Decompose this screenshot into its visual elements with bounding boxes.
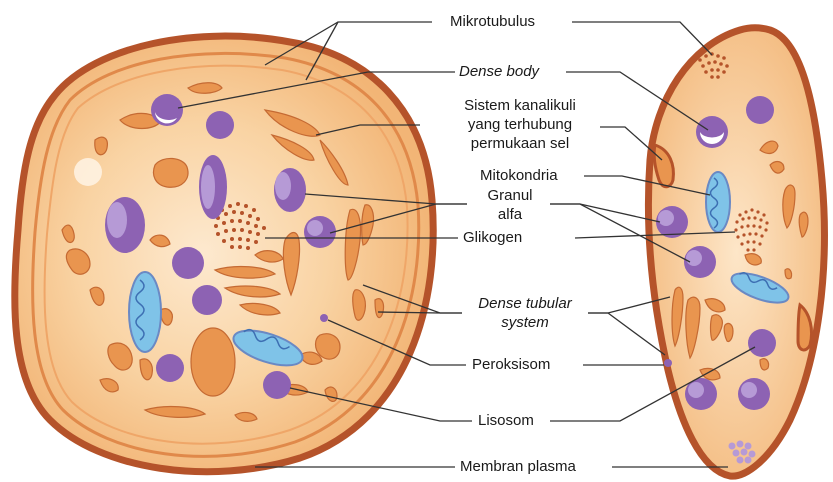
label-peroksisom: Peroksisom — [470, 355, 552, 374]
label-kanalikuli-line-1: Sistem kanalikuli — [443, 96, 597, 115]
highlight — [74, 158, 102, 186]
large-vesicle — [191, 328, 235, 396]
label-lisosom: Lisosom — [476, 411, 536, 430]
label-kanalikuli-line-2: yang terhubung — [443, 115, 597, 134]
label-mikrotubulus: Mikrotubulus — [448, 12, 537, 31]
label-kanalikuli-line-3: permukaan sel — [443, 134, 597, 153]
label-membran-plasma: Membran plasma — [458, 457, 578, 476]
label-granul-line-2: alfa — [470, 205, 550, 224]
label-dense-body: Dense body — [457, 62, 541, 81]
label-glikogen: Glikogen — [461, 228, 524, 247]
label-dense-tubular-line-2: system — [462, 313, 588, 332]
spindle-platelet-membrane — [648, 28, 824, 476]
spindle-platelet — [648, 28, 824, 476]
label-dense-tubular-line-1: Dense tubular — [462, 294, 588, 313]
label-mitokondria: Mitokondria — [478, 166, 560, 185]
label-granul-line-1: Granul — [470, 186, 550, 205]
